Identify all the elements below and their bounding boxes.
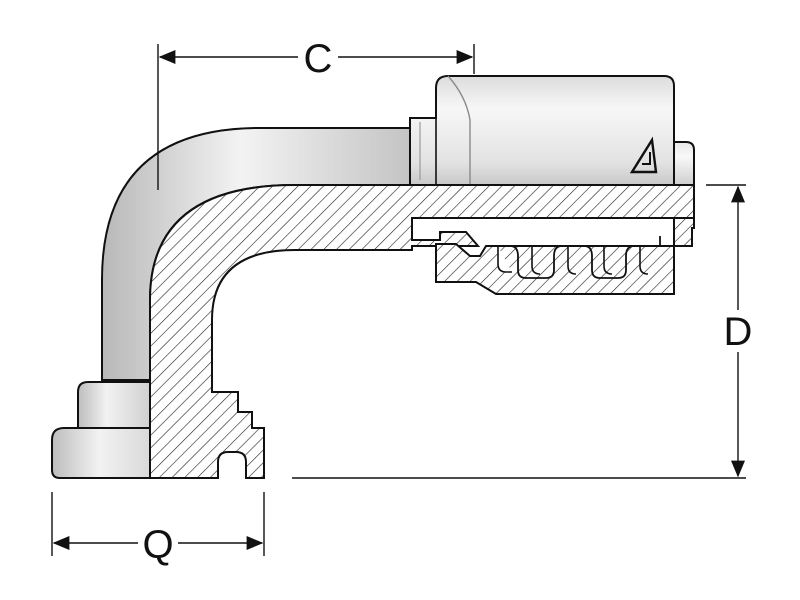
dimension-c: C — [158, 37, 474, 81]
ferrule — [409, 75, 675, 186]
dimension-q: Q — [52, 523, 264, 567]
dimension-c-label: C — [304, 37, 333, 81]
triangle-logo-icon — [629, 136, 658, 174]
extension-lines — [51, 44, 746, 556]
dimension-d: D — [724, 185, 753, 478]
dimension-q-label: Q — [142, 523, 173, 567]
section-wall — [149, 184, 695, 479]
ferrule-section — [435, 217, 695, 295]
dimension-d-label: D — [724, 310, 753, 354]
flange — [51, 379, 171, 479]
